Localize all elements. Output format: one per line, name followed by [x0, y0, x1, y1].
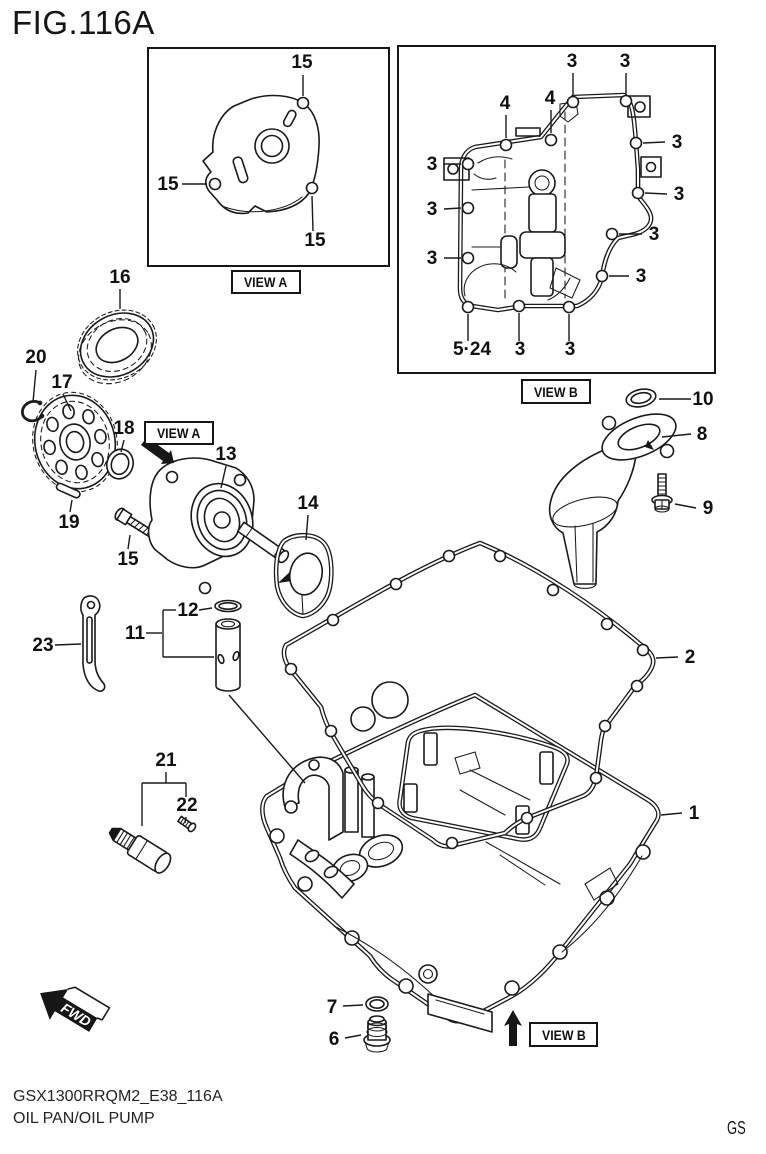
oil-strainer-part: [548, 413, 677, 589]
fwd-arrow-icon: FWD: [40, 986, 111, 1032]
callout-label-main: 11: [125, 623, 146, 644]
oil-pressure-switch-part: [108, 827, 172, 874]
callout-label-view_b: 3: [636, 266, 647, 287]
oring-10-part: [625, 388, 657, 408]
callout-label-main: 21: [155, 750, 177, 771]
oring-18-part: [105, 448, 135, 480]
callout-label-main: 20: [25, 347, 46, 368]
callout-label-view_b: 3: [427, 154, 438, 175]
callout-label-view_a: 15: [291, 52, 313, 73]
callout-label-view_b: 3: [565, 339, 576, 360]
callout-label-main: 10: [692, 389, 713, 410]
oring-12-part: [214, 599, 242, 613]
callout-label-view_b: 4: [545, 88, 556, 109]
oil-pump-gear-part: [77, 309, 157, 385]
callout-label-main: 16: [109, 267, 130, 288]
callout-label-main: 13: [215, 444, 236, 465]
callout-label-view_b: 3: [427, 248, 438, 269]
leader-line: [660, 812, 683, 816]
leader-line: [443, 207, 462, 210]
callout-label-view_b: 3: [674, 184, 685, 205]
leader-line: [120, 439, 125, 453]
callout-label-main: 15: [117, 549, 139, 570]
view-a-frame: [147, 47, 390, 267]
view-b-caption: VIEW B: [521, 379, 591, 404]
callout-label-view_b: 3: [427, 199, 438, 220]
leader-line: [674, 503, 697, 509]
leader-line: [69, 499, 73, 513]
drain-gasket-part: [365, 996, 389, 1012]
view-b-pointer-label: VIEW B: [541, 1026, 586, 1043]
leader-line: [62, 393, 72, 412]
callout-label-main: 7: [327, 997, 338, 1018]
leader-line: [184, 816, 187, 824]
callout-label-view_b: 5·24: [453, 339, 491, 360]
callout-label-view_b: 4: [500, 93, 511, 114]
view-b-pointer-caption: VIEW B: [529, 1022, 598, 1047]
view-a-pointer-label: VIEW A: [157, 425, 201, 441]
leader-line: [127, 534, 131, 550]
callout-label-view_a: 15: [157, 174, 179, 195]
drain-plug-part: [363, 1015, 391, 1053]
leader-line: [311, 195, 314, 232]
leader-line: [661, 433, 692, 438]
leader-line: [32, 369, 37, 403]
callout-label-main: 9: [703, 498, 714, 519]
callout-label-main: 1: [689, 803, 700, 824]
callout-label-main: 6: [329, 1029, 340, 1050]
leader-line: [642, 141, 666, 144]
pump-sprocket-part: [32, 391, 118, 493]
view-a-caption-label: VIEW A: [244, 274, 288, 290]
callout-label-view_b: 3: [567, 51, 578, 72]
oil-pan-gasket-part: [281, 540, 656, 850]
view-a-caption: VIEW A: [231, 270, 301, 294]
view-b-frame: [397, 45, 716, 374]
callout-label-main: 14: [297, 493, 319, 514]
oil-pump-part: [147, 457, 294, 595]
leader-line: [54, 643, 82, 646]
callout-label-main: 22: [176, 795, 197, 816]
leader-line: [644, 192, 668, 195]
leader-line: [220, 465, 227, 489]
pin-part: [55, 482, 81, 499]
footer-title: OIL PAN/OIL PUMP: [13, 1110, 155, 1127]
leader-line: [305, 514, 309, 541]
switch-screw-part: [177, 815, 197, 833]
callout-label-view_b: 3: [649, 224, 660, 245]
view-b-gasket-art: [443, 92, 662, 314]
callout-label-main: 12: [177, 600, 198, 621]
view-b-pointer-arrow-icon: [504, 1010, 522, 1046]
callout-label-view_a: 15: [304, 230, 326, 251]
callout-label-view_b: 3: [672, 132, 683, 153]
leader-line: [198, 607, 213, 611]
leader-line: [228, 694, 306, 784]
callout-label-view_b: 3: [515, 339, 526, 360]
page-title: FIG.116A: [12, 4, 155, 41]
pump-gasket-part: [273, 532, 334, 619]
callout-label-main: 23: [32, 635, 53, 656]
leader-line: [344, 1034, 362, 1039]
footer-right-code: GS: [727, 1118, 746, 1138]
leader-line: [342, 1004, 364, 1007]
callout-label-main: 8: [697, 424, 708, 445]
leader-line: [655, 656, 679, 659]
view-a-pointer-caption: VIEW A: [144, 421, 214, 445]
view-a-cover-art: [202, 94, 320, 215]
guide-bracket-part: [80, 595, 106, 692]
view-b-caption-label: VIEW B: [534, 383, 578, 400]
footer-code: GSX1300RRQM2_E38_116A: [13, 1088, 223, 1105]
callout-label-main: 17: [51, 372, 72, 393]
strainer-tube-part: [215, 618, 241, 692]
callout-label-main: 18: [113, 418, 134, 439]
strainer-bolt-part: [651, 473, 673, 513]
callout-label-main: 19: [58, 512, 79, 533]
oil-pan-part: [260, 692, 661, 1033]
pump-bolt-part: [114, 507, 154, 538]
callout-label-view_b: 3: [620, 51, 631, 72]
callout-label-main: 2: [685, 647, 696, 668]
